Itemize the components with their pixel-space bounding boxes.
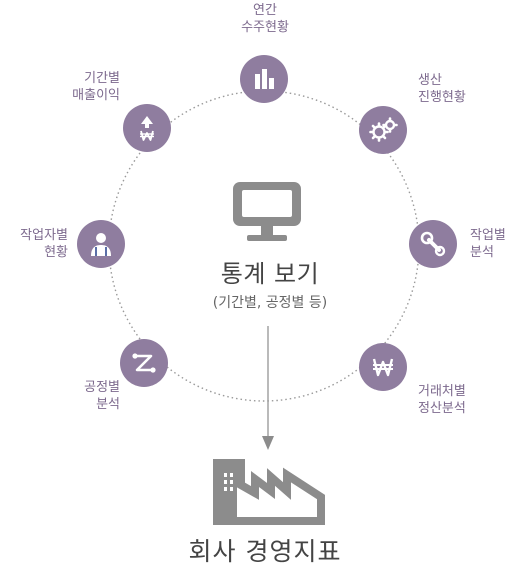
label-line2: 진행현황 xyxy=(418,90,466,105)
factory-icon xyxy=(213,459,325,525)
node-period-sales xyxy=(123,104,171,152)
label-line2: 현황 xyxy=(44,245,68,260)
label-line2: 정산분석 xyxy=(418,401,466,416)
wrench-icon xyxy=(420,231,446,257)
won-icon xyxy=(372,358,394,377)
route-icon xyxy=(132,353,156,373)
label-line2: 분석 xyxy=(96,397,120,412)
label-client-settlement: 거래처별 정산분석 xyxy=(418,383,466,417)
gears-icon xyxy=(369,117,398,142)
label-line1: 연간 xyxy=(253,3,277,18)
node-worker-status xyxy=(77,220,125,268)
label-line2: 매출이익 xyxy=(72,88,120,103)
arrow-head xyxy=(262,436,274,450)
node-work-analysis xyxy=(409,220,457,268)
label-line1: 공정별 xyxy=(84,380,120,395)
node-client-settlement xyxy=(359,343,407,391)
bar-chart-icon xyxy=(255,69,274,89)
label-line1: 생산 xyxy=(418,73,442,88)
node-process-analysis xyxy=(120,339,168,387)
label-line2: 분석 xyxy=(470,245,494,260)
label-annual-orders: 연간 수주현황 xyxy=(226,2,304,36)
center-title: 통계 보기 xyxy=(220,260,320,288)
bottom-title: 회사 경영지표 xyxy=(188,537,342,566)
label-line1: 작업자별 xyxy=(20,228,68,243)
label-line1: 기간별 xyxy=(84,71,120,86)
label-work-analysis: 작업별 분석 xyxy=(470,227,506,261)
monitor-icon xyxy=(233,182,301,241)
label-process-analysis: 공정별 분석 xyxy=(40,379,120,413)
sales-up-icon xyxy=(140,116,154,141)
label-period-sales: 기간별 매출이익 xyxy=(40,70,120,104)
node-production-progress xyxy=(359,106,407,154)
label-line1: 작업별 xyxy=(470,228,506,243)
center-subtitle: (기간별, 공정별 등) xyxy=(212,295,328,311)
label-production-progress: 생산 진행현황 xyxy=(418,72,466,106)
label-worker-status: 작업자별 현황 xyxy=(0,227,68,261)
label-line2: 수주현황 xyxy=(241,20,289,35)
person-icon xyxy=(91,233,111,256)
node-annual-orders xyxy=(240,55,288,103)
label-line1: 거래처별 xyxy=(418,384,466,399)
